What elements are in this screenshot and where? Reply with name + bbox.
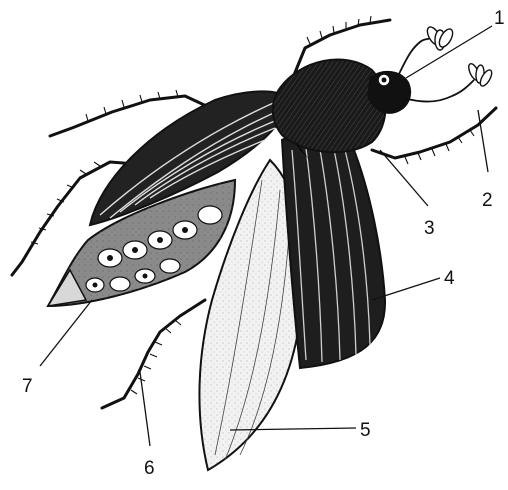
leader-7 — [40, 300, 92, 366]
label-7: 7 — [22, 376, 33, 397]
label-5: 5 — [360, 420, 371, 441]
label-1: 1 — [494, 8, 505, 29]
label-6: 6 — [144, 458, 155, 479]
head — [368, 72, 410, 113]
leader-6 — [140, 372, 150, 446]
antenna-clubs — [425, 25, 494, 88]
right-elytron — [282, 131, 385, 368]
left-antenna — [398, 38, 430, 76]
label-4: 4 — [444, 268, 455, 289]
right-antenna — [404, 80, 474, 102]
front-right-leg — [372, 108, 496, 158]
label-2: 2 — [482, 190, 493, 211]
label-3: 3 — [424, 218, 435, 239]
hind-right-leg — [102, 300, 205, 408]
